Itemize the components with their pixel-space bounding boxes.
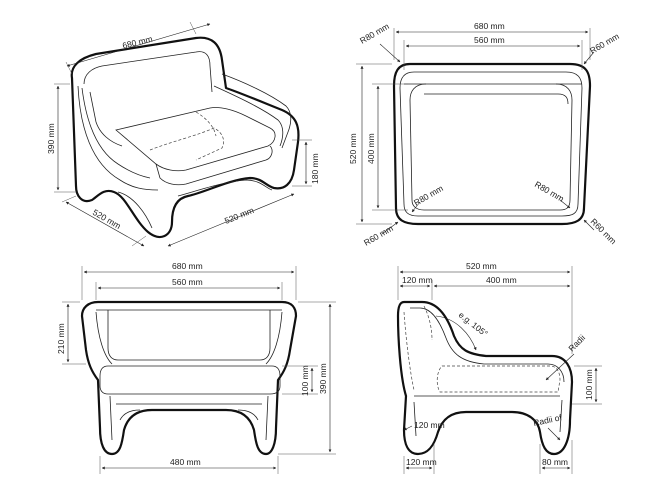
top-radius-top-left: R80 mm <box>358 21 391 46</box>
front-inner-width-label: 560 mm <box>172 277 203 287</box>
top-inner-depth-label: 400 mm <box>366 133 376 164</box>
top-chair-outline <box>392 62 592 226</box>
isometric-view <box>70 36 300 239</box>
side-angle-label: e.g. 105° <box>457 310 490 339</box>
top-radius-bottom-right: R60 mm <box>589 216 619 246</box>
side-top-span-label: 400 mm <box>486 275 517 285</box>
front-chair-outline <box>80 300 298 456</box>
top-radius-inner-left: R80 mm <box>412 183 445 208</box>
side-bottom-right-label: 80 mm <box>542 457 568 467</box>
side-bottom-left-label: 120 mm <box>406 457 437 467</box>
side-top-left-label: 120 mm <box>402 275 433 285</box>
side-height-right-label: 100 mm <box>584 369 594 400</box>
iso-depth-right-label: 520 mm <box>223 205 255 226</box>
side-dimensions: 520 mm 120 mm 400 mm e.g. 105° Radii 100… <box>397 261 602 474</box>
side-radii-bottom-label: Radii of <box>532 412 563 428</box>
iso-dimensions: 680 mm 390 mm 520 mm 180 mm 520 mm <box>46 21 320 247</box>
front-view <box>80 300 298 456</box>
iso-chair-outline <box>70 36 300 239</box>
iso-seat-height-label: 180 mm <box>310 153 320 184</box>
front-dimensions: 680 mm 560 mm 210 mm 100 mm 390 mm 480 m… <box>56 261 336 474</box>
side-radii-top-label: Radii <box>566 333 587 354</box>
top-depth-label: 520 mm <box>348 133 358 164</box>
top-radius-inner-right: R80 mm <box>533 179 566 204</box>
front-seat-cushion <box>99 365 281 395</box>
iso-seat-cushion <box>115 107 276 172</box>
front-base-width-label: 480 mm <box>170 457 201 467</box>
top-radius-top-right: R60 mm <box>588 31 621 56</box>
side-depth-label: 520 mm <box>466 261 497 271</box>
front-arm-height-label: 210 mm <box>56 323 66 354</box>
top-width-label: 680 mm <box>474 21 505 31</box>
top-inner-width-label: 560 mm <box>474 35 505 45</box>
iso-height-label: 390 mm <box>46 123 56 154</box>
front-height-label: 390 mm <box>318 363 328 394</box>
side-chair-outline <box>396 300 574 456</box>
top-dimensions: 680 mm 560 mm R80 mm R60 mm 520 mm 400 m… <box>348 21 621 248</box>
side-radius-left-label: 120 mm <box>414 420 445 430</box>
front-width-label: 680 mm <box>172 261 203 271</box>
side-view <box>396 300 574 456</box>
front-seat-thickness-label: 100 mm <box>300 365 310 396</box>
top-radius-bottom-left: R60 mm <box>362 223 395 248</box>
